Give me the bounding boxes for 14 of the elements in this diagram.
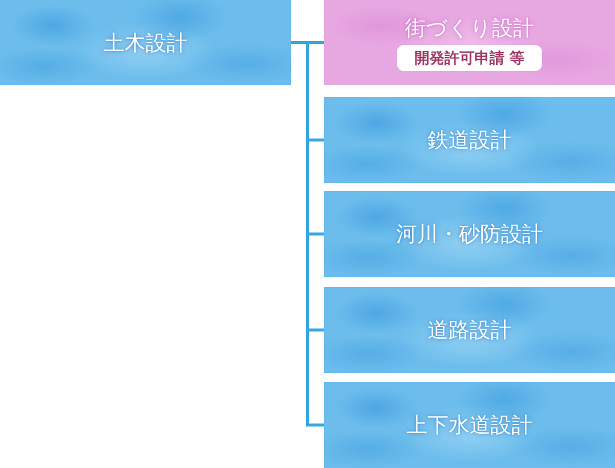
node-title: 河川・砂防設計 <box>396 221 543 247</box>
category-box <box>0 0 291 85</box>
service-box <box>324 287 615 373</box>
service-box <box>324 97 615 183</box>
subtitle-tag: 開発許可申請 等 <box>397 44 542 70</box>
service-box <box>324 191 615 277</box>
connector-line <box>291 41 324 426</box>
node-title: 鉄道設計 <box>428 127 512 153</box>
node-title: 街づくり設計 <box>405 14 534 40</box>
node-title: 道路設計 <box>428 317 512 343</box>
node-title: 土木設計 <box>104 30 188 56</box>
node-title: 上下水道設計 <box>406 412 532 438</box>
service-box <box>324 382 615 468</box>
service-box <box>324 0 615 85</box>
